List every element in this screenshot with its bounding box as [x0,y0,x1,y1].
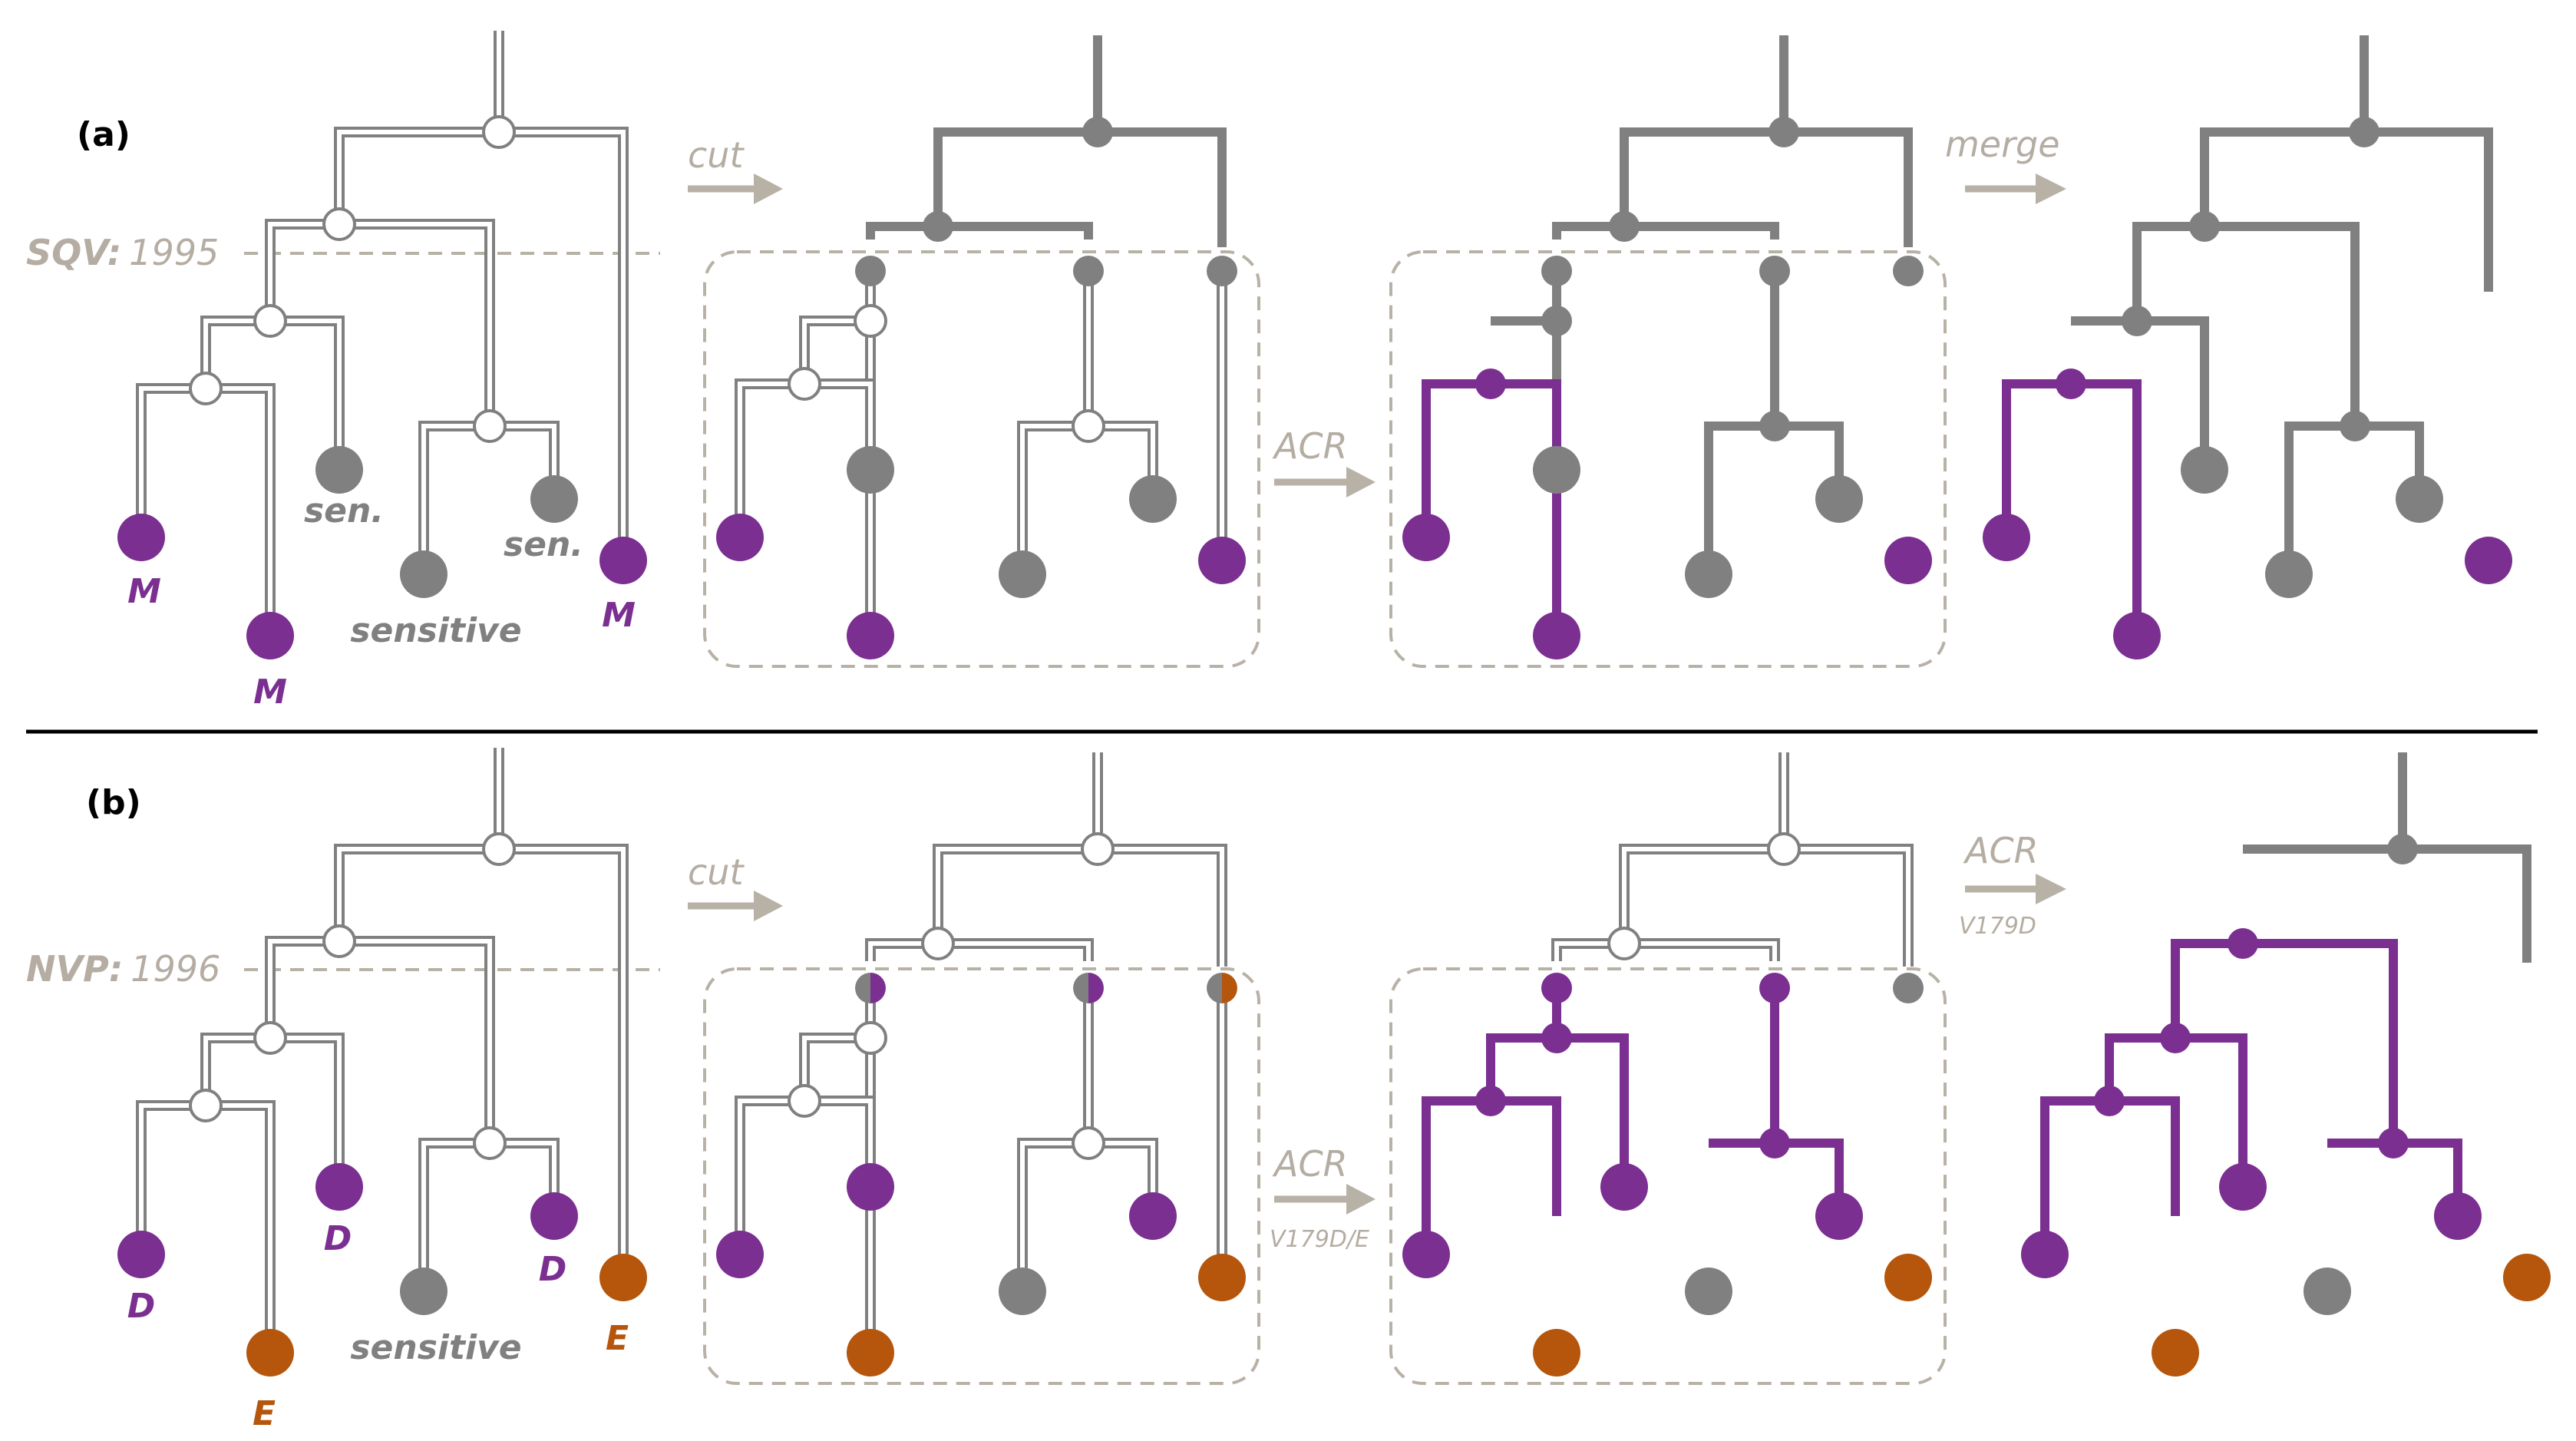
leaf-label: sen. [504,525,583,564]
leaf-label: M [602,596,636,635]
leaf-label: M [253,673,287,712]
final-acr-label-b: ACR [1963,830,2039,871]
acr-tree-b [1389,752,1947,1385]
leaf-label: E [606,1319,629,1358]
final-tree-a [1983,35,2512,659]
input-tree-b [117,748,647,1377]
leaf-label: M [127,572,161,611]
final-acr-arrow-b: ACR [1963,830,2066,904]
cut-tree-a [703,35,1260,668]
final-acr-sublabel-b: V179D [1959,913,2036,940]
leaf-label: D [539,1250,567,1289]
final-tree-b [2021,752,2551,1377]
date-label-a: SQV:1995 [26,232,219,273]
cut-label-b: cut [688,851,745,893]
leaf-label: sensitive [350,611,521,650]
acr-label-b: ACR [1272,1143,1348,1185]
cut-label-a: cut [688,134,745,176]
date-label-b: NVP:1996 [26,948,220,990]
acr-sublabel-b: V179D/E [1270,1226,1369,1253]
panel-label-b: (b) [86,783,141,822]
merge-label-a: merge [1945,124,2060,165]
leaf-label: D [324,1219,352,1258]
cut-tree-b [703,752,1260,1385]
merge-arrow-a: merge [1945,124,2066,204]
cut-arrow-a: cut [688,134,783,204]
panel-b: (b) NVP:1996 cut ACR V179D/E ACR V179D [26,748,2551,1385]
acr-arrow-a: ACR [1272,425,1376,497]
leaf-label: E [253,1394,276,1433]
panel-a: (a) SQV:1995 cut ACR merge [26,31,2512,668]
input-tree-a [117,31,647,659]
cut-arrow-b: cut [688,851,783,921]
leaf-label: sen. [304,491,384,530]
acr-tree-a [1389,35,1947,668]
acr-arrow-b: ACR [1272,1143,1376,1215]
leaf-label: D [127,1287,156,1326]
leaf-label: sensitive [350,1328,521,1367]
acr-label-a: ACR [1272,425,1348,467]
panel-label-a: (a) [77,115,130,154]
